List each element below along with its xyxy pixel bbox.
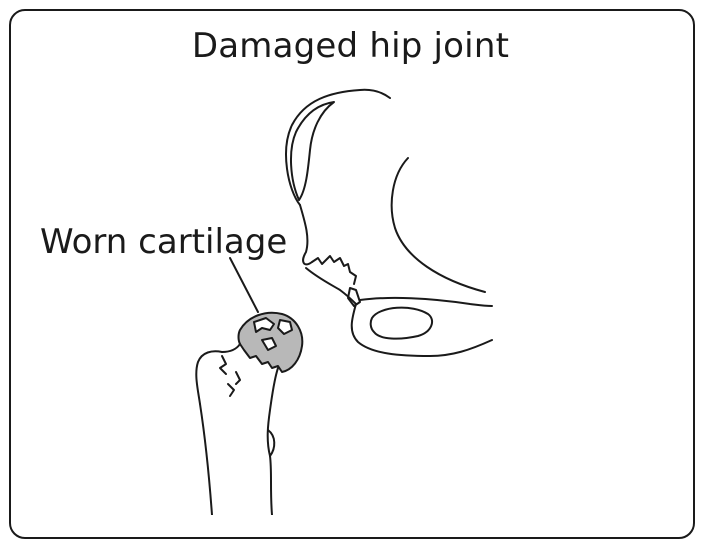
greater-trochanter xyxy=(220,356,226,374)
femoral-shaft-right xyxy=(270,456,272,515)
trochanter-mark-1 xyxy=(236,372,240,384)
hip-joint-illustration xyxy=(0,0,701,515)
pelvis-outline xyxy=(286,90,390,205)
obturator-foramen xyxy=(371,308,432,339)
ischium-edge xyxy=(360,298,492,306)
acetabulum-rim xyxy=(312,256,356,284)
femoral-neck-lower xyxy=(268,368,278,456)
pelvis-front-edge xyxy=(300,205,312,264)
femoral-shaft-left xyxy=(200,404,212,515)
trochanter-mark-2 xyxy=(228,384,234,396)
femoral-neck xyxy=(196,344,240,404)
callout-leader-line xyxy=(230,258,258,312)
pelvis-back-curve xyxy=(392,158,485,292)
